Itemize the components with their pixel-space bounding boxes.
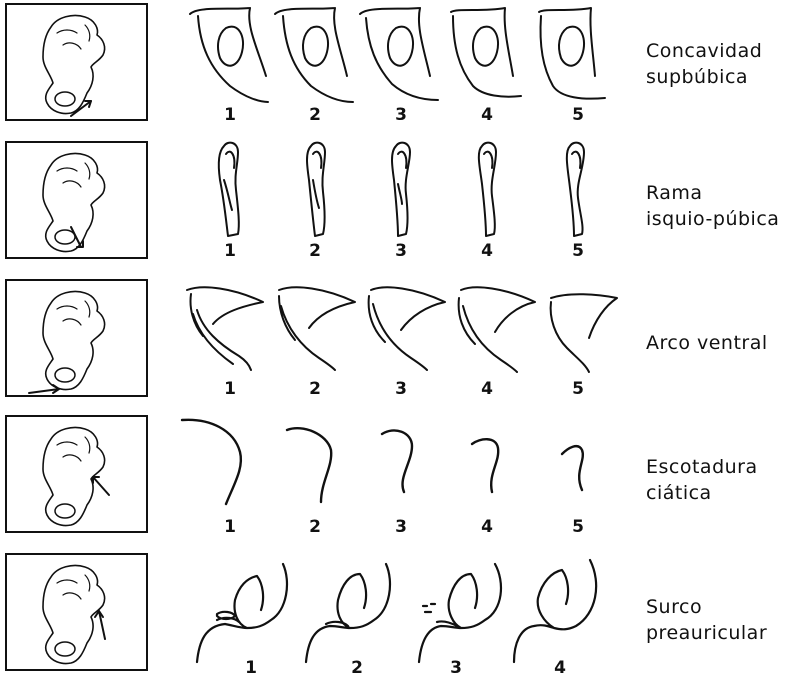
stage-number: 1 (236, 658, 266, 678)
trait-row-arco: 1 2 3 4 5 Arco ventral (0, 276, 801, 411)
trait-label-line2: supbúbica (646, 64, 762, 90)
stage-number: 2 (300, 517, 330, 537)
stage-number: 1 (215, 241, 245, 261)
trait-label-line1: Concavidad (646, 38, 762, 64)
hip-bone-thumbnail (5, 279, 148, 397)
sciatic-notch-drawing-5 (560, 440, 600, 496)
trait-label-line1: Escotadura (646, 454, 758, 480)
ischiopubic-ramus-drawing-1 (210, 140, 250, 240)
trait-row-concavidad: 1 2 3 4 5 Concavidad supbúbica (0, 0, 801, 135)
hip-bone-icon (7, 281, 146, 395)
sciatic-notch-drawing-2 (285, 426, 345, 506)
sciatic-notch-drawing-1 (180, 418, 250, 508)
ventral-arc-drawing-1 (183, 284, 268, 374)
stage-number: 5 (563, 517, 593, 537)
stage-number: 1 (215, 517, 245, 537)
stage-number: 4 (472, 379, 502, 399)
trait-row-surco: 1 2 3 4 Surco preauricular (0, 552, 801, 680)
hip-bone-thumbnail (5, 553, 148, 671)
preauricular-sulcus-drawing-1 (195, 562, 295, 662)
stage-number: 3 (441, 658, 471, 678)
stage-number: 3 (386, 241, 416, 261)
subpubic-concavity-drawing-2 (275, 6, 355, 102)
subpubic-concavity-drawing-1 (190, 6, 270, 102)
trait-label: Concavidad supbúbica (646, 38, 762, 90)
hip-bone-icon (7, 143, 146, 257)
trait-label-line2: preauricular (646, 620, 767, 646)
hip-bone-thumbnail (5, 3, 148, 121)
subpubic-concavity-drawing-4 (447, 6, 527, 102)
sciatic-notch-drawing-4 (470, 434, 520, 498)
trait-label-line1: Surco (646, 594, 767, 620)
stage-number: 3 (386, 517, 416, 537)
subpubic-concavity-drawing-3 (360, 6, 440, 102)
stage-number: 5 (563, 241, 593, 261)
ventral-arc-drawing-2 (275, 284, 360, 374)
stage-number: 2 (300, 105, 330, 125)
hip-bone-icon (7, 5, 146, 119)
hip-bone-icon (7, 417, 146, 531)
trait-label-line1: Arco ventral (646, 330, 768, 356)
trait-row-escotadura: 1 2 3 4 5 Escotadura ciática (0, 414, 801, 549)
stage-number: 4 (472, 241, 502, 261)
preauricular-sulcus-drawing-2 (300, 562, 400, 662)
trait-label: Arco ventral (646, 330, 768, 356)
ventral-arc-drawing-3 (365, 284, 450, 374)
stage-number: 4 (472, 105, 502, 125)
preauricular-sulcus-drawing-3 (415, 562, 515, 662)
preauricular-sulcus-drawing-4 (510, 558, 610, 662)
stage-number: 1 (215, 105, 245, 125)
sciatic-notch-drawing-3 (380, 428, 430, 498)
trait-label-line1: Rama (646, 180, 779, 206)
ischiopubic-ramus-drawing-5 (556, 140, 596, 240)
trait-label-line2: isquio-púbica (646, 206, 779, 232)
trait-row-rama: 1 2 3 4 5 Rama isquio-púbica (0, 138, 801, 273)
stage-number: 2 (300, 379, 330, 399)
trait-label: Escotadura ciática (646, 454, 758, 506)
ischiopubic-ramus-drawing-2 (297, 140, 337, 240)
stage-number: 5 (563, 379, 593, 399)
stage-number: 4 (472, 517, 502, 537)
stage-number: 4 (545, 658, 575, 678)
ischiopubic-ramus-drawing-4 (468, 140, 508, 240)
hip-bone-thumbnail (5, 141, 148, 259)
subpubic-concavity-drawing-5 (535, 6, 615, 102)
ventral-arc-drawing-4 (455, 284, 540, 374)
stage-number: 2 (300, 241, 330, 261)
stage-number: 1 (215, 379, 245, 399)
trait-label-line2: ciática (646, 480, 758, 506)
stage-number: 2 (342, 658, 372, 678)
ventral-arc-drawing-5 (545, 284, 630, 374)
stage-number: 3 (386, 105, 416, 125)
trait-label: Surco preauricular (646, 594, 767, 646)
hip-bone-icon (7, 555, 146, 669)
ischiopubic-ramus-drawing-3 (382, 140, 422, 240)
trait-label: Rama isquio-púbica (646, 180, 779, 232)
stage-number: 3 (386, 379, 416, 399)
stage-number: 5 (563, 105, 593, 125)
hip-bone-thumbnail (5, 415, 148, 533)
